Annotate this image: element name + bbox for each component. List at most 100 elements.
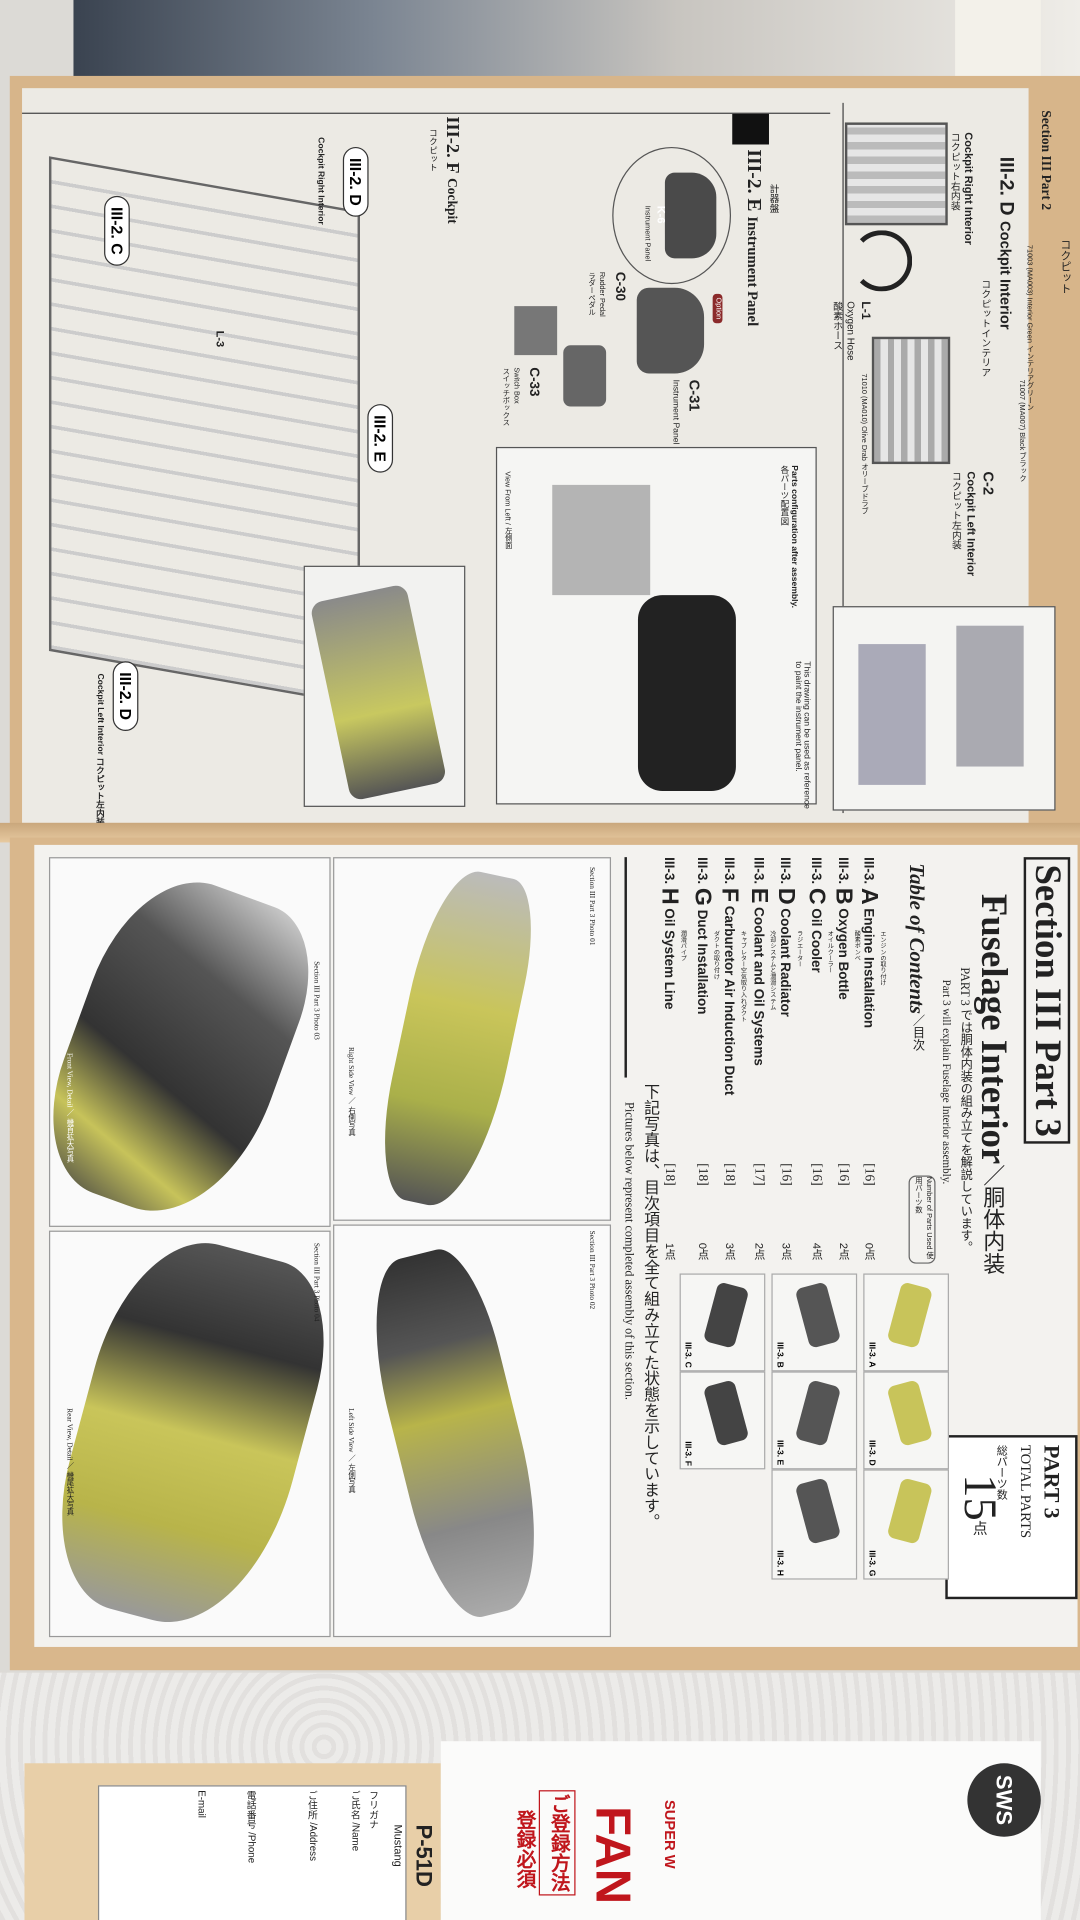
- thumbnail-iii-3-f: III-3. F: [679, 1371, 766, 1470]
- total-parts-jp: 総パーツ数: [995, 1444, 1008, 1501]
- c30-part: C-30: [612, 271, 627, 302]
- toc-letter: B: [830, 887, 856, 905]
- toc-item: III-3. H Oil System Line [18] 1点: [656, 857, 682, 1261]
- flyer-register-method: ご登録方法: [538, 1790, 576, 1896]
- c30-drawing: [563, 345, 607, 407]
- form-field-label: E-mail: [195, 1790, 207, 1818]
- photos-note-en: Pictures below represent completed assem…: [622, 1102, 636, 1400]
- f-left-interior-label: Cockpit Left Interior コクピット左内装: [95, 673, 105, 826]
- magazine-stack: [73, 0, 1080, 86]
- flyer-model-sub: Mustang: [391, 1824, 405, 1867]
- toc-item-title: Duct Installation: [694, 909, 709, 1015]
- toc-item-jp: オイルクーラー: [826, 930, 834, 974]
- page-gutter: [0, 822, 1080, 843]
- form-field-label: フリガナ: [368, 1790, 380, 1830]
- toc-item-jp: ダクトの取り付け: [712, 930, 721, 980]
- toc-item-jp: エンジンの取り付け: [879, 930, 887, 986]
- total-parts-label: PART 3: [1039, 1444, 1065, 1519]
- k6-part: K-6: [655, 205, 668, 224]
- step-d-title: III-2. D Cockpit Interior: [994, 157, 1017, 330]
- toc-letter: A: [855, 887, 882, 905]
- part-title: Section III Part 3: [1023, 857, 1071, 1145]
- toc-letter: H: [656, 887, 683, 905]
- photo-03-caption: Front View, Detail ／ 機首拡大写真: [64, 1053, 73, 1163]
- total-parts-number: 15: [953, 1474, 1006, 1521]
- sws-logo: SWS: [967, 1763, 1041, 1837]
- callout-iii-2-e: III-2. E: [367, 404, 394, 474]
- toc-item-title: Oxygen Bottle: [835, 908, 850, 1000]
- toc-page: [18]: [722, 1163, 738, 1186]
- step-preview-box: [832, 606, 1056, 811]
- toc-item-jp: 冷却システムと潤滑システム: [768, 930, 777, 1011]
- toc-item-jp: 潤滑パイプ: [679, 930, 687, 962]
- toc-item: III-3. E Coolant and Oil Systems [17] 2点: [746, 857, 772, 1261]
- thumbnail-label: III-3. G: [866, 1549, 876, 1576]
- thumbnail-iii-3-b: III-3. B: [771, 1273, 858, 1372]
- toc-divider: [624, 857, 627, 1078]
- toc-page: [16]: [778, 1163, 794, 1186]
- thumbnail-label: III-3. H: [775, 1550, 784, 1576]
- flyer-back: [24, 1763, 441, 1920]
- left-interior-drawing: [871, 336, 951, 465]
- right-interior-drawing: [844, 122, 948, 226]
- step-e-title-text: Instrument Panel: [744, 216, 762, 327]
- toc-parts-count: 3点: [723, 1242, 736, 1261]
- toc-letter: F: [716, 887, 743, 903]
- flyer-required: 登録必須: [513, 1809, 534, 1889]
- toc-page: [16]: [862, 1163, 877, 1186]
- toc-page: [17]: [751, 1163, 767, 1186]
- right-interior-label-jp: コクピット右内装: [950, 132, 962, 211]
- config-title: Parts configuration after assembly.: [789, 465, 799, 609]
- photos-note-jp: 下記写真は、目次項目を全て組み立てた状態を示しています。: [641, 1083, 661, 1530]
- thumbnail-iii-3-e: III-3. E: [771, 1371, 858, 1470]
- step-f-title: III-2. F Cockpit: [441, 116, 462, 223]
- total-parts-value: 15点: [953, 1474, 1007, 1535]
- form-field-label: ご住所 /Address: [307, 1790, 319, 1861]
- photo-03-id: Section III Part 3 Photo 03: [312, 961, 320, 1040]
- part-subtitle-text: Fuselage Interior: [973, 893, 1014, 1165]
- thumbnail-label: III-3. B: [775, 1342, 784, 1368]
- step-f-photo: [303, 565, 466, 807]
- c2-part: C-2: [979, 471, 997, 496]
- part-subtitle: Fuselage Interior／胴体内装: [973, 893, 1014, 1275]
- total-parts-unit: 点: [971, 1520, 989, 1536]
- toc-parts-count: 4点: [810, 1242, 823, 1261]
- callout-iii-2-d: III-2. D: [342, 146, 369, 217]
- flyer-front: [440, 1741, 1041, 1920]
- toc-letter: D: [772, 887, 799, 905]
- toc-item-jp: 酸素ボンベ: [853, 930, 861, 962]
- toc-item-jp: キャブレター空気取り入れダクト: [739, 930, 747, 1023]
- config-title-jp: 各パーツ配置図: [780, 465, 789, 526]
- toc-code: III-3.: [860, 857, 876, 885]
- paint-callout: 71010 (MA010) Olive Drab オリーブドラブ: [859, 373, 867, 515]
- toc-item-title: Engine Installation: [860, 908, 876, 1029]
- upper-section-header-jp: コクピット: [1059, 238, 1072, 294]
- c33-drawing: [514, 306, 558, 356]
- k6-option-circle: [612, 146, 732, 285]
- photo-02: [333, 1224, 612, 1638]
- c30-label-jp: ラダーペダル: [586, 271, 594, 316]
- step-e-code: III-2. E: [743, 149, 765, 212]
- toc-header: Number of Parts Used 使用パーツ数: [908, 1175, 936, 1264]
- c31-part: C-31: [685, 379, 703, 412]
- total-parts-sub: TOTAL PARTS: [1017, 1444, 1035, 1539]
- toc-page: [16]: [809, 1163, 825, 1186]
- step-d-title-jp: コクピットインテリア: [980, 279, 992, 378]
- sws-logo-text: SWS: [992, 1774, 1017, 1826]
- part-subtitle-jp: ／胴体内装: [980, 1164, 1006, 1275]
- toc-item-title: Coolant Radiator: [777, 908, 793, 1017]
- photo-04-caption: Rear View, Detail ／ 機尾拡大写真: [64, 1408, 73, 1516]
- toc-item-title: Oil Cooler: [808, 908, 823, 973]
- toc-code: III-3.: [661, 857, 676, 885]
- toc-parts-count: 1点: [663, 1242, 676, 1261]
- toc-item-title: Oil System Line: [661, 908, 676, 1010]
- parts-configuration-box: [495, 446, 817, 805]
- c30-label: Rudder Pedal: [597, 271, 605, 317]
- thumbnail-label: III-3. C: [683, 1342, 692, 1368]
- toc-title-jp: ／目次: [909, 1014, 924, 1051]
- c2-label-jp: コクピット左内装: [951, 471, 963, 550]
- toc-title-text: Table of Contents: [904, 863, 929, 1015]
- step-f-title-text: Cockpit: [444, 178, 460, 224]
- part-title-text: Section III Part 3: [1027, 864, 1068, 1137]
